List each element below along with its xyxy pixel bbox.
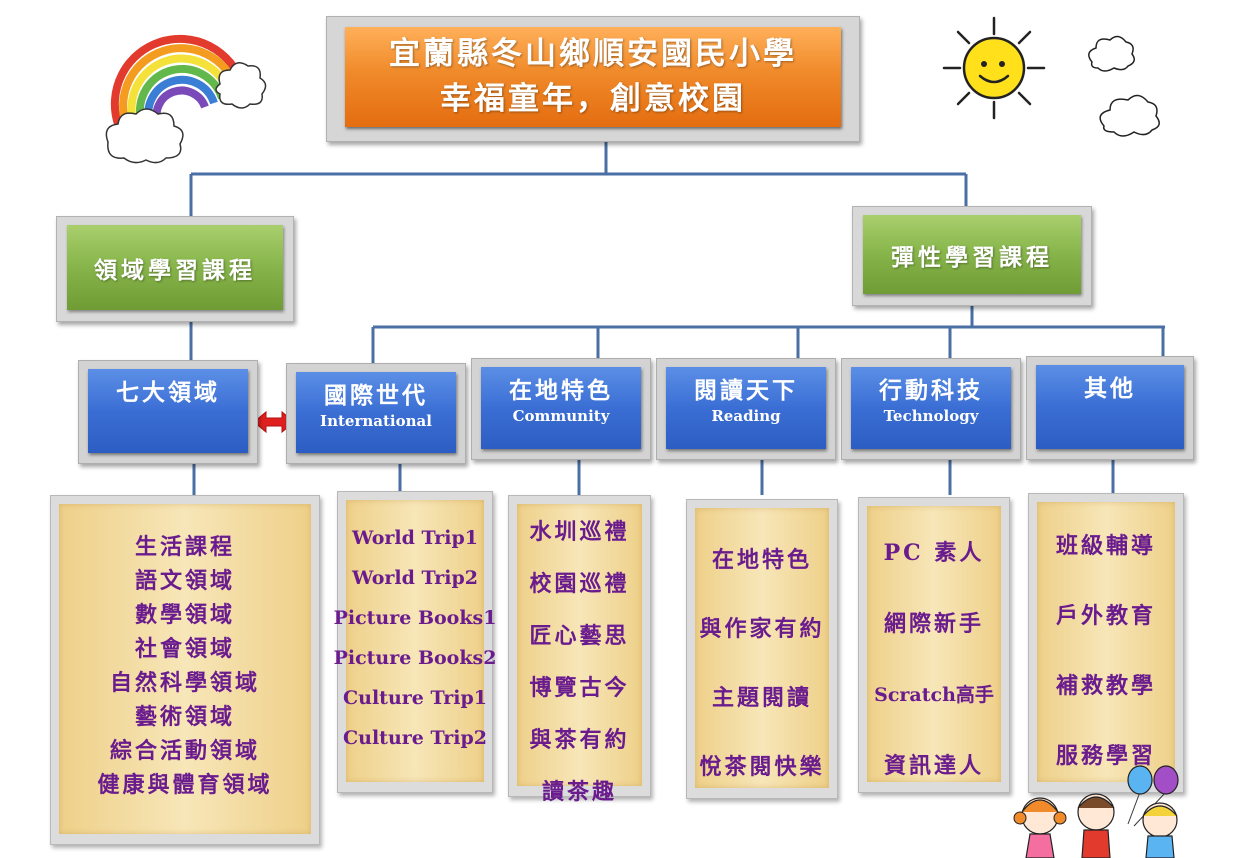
list-item: 生活課程 bbox=[134, 534, 235, 560]
list-item: 與作家有約 bbox=[699, 616, 825, 642]
list-international: World Trip1 World Trip2 Picture Books1 P… bbox=[334, 491, 496, 793]
list-item: 綜合活動領域 bbox=[109, 738, 260, 764]
school-motto: 幸福童年，創意校園 bbox=[440, 81, 746, 117]
list-item: 在地特色 bbox=[711, 547, 812, 573]
list-other: 班級輔導 戶外教育 補救教學 服務學習 bbox=[1028, 493, 1184, 793]
list-item: 與茶有約 bbox=[529, 727, 630, 753]
category-other: 其他 bbox=[1026, 356, 1194, 460]
cloud-icon bbox=[1088, 35, 1135, 72]
list-item: 博覽古今 bbox=[529, 675, 630, 701]
list-item: Culture Trip2 bbox=[343, 727, 487, 749]
list-item: 匠心藝思 bbox=[529, 623, 630, 649]
category-subtitle: Community bbox=[512, 407, 610, 425]
list-item: 主題閱讀 bbox=[711, 685, 812, 711]
title-box: 宜蘭縣冬山鄉順安國民小學 幸福童年，創意校園 bbox=[345, 27, 841, 127]
category-seven-domains: 七大領域 bbox=[78, 360, 258, 464]
list-item: Picture Books2 bbox=[333, 647, 497, 669]
list-item: 語文領域 bbox=[134, 568, 235, 594]
list-item: 讀茶趣 bbox=[541, 779, 617, 805]
category-title: 其他 bbox=[1084, 375, 1136, 402]
category-title: 閱讀天下 bbox=[694, 377, 798, 404]
list-item: 補救教學 bbox=[1055, 673, 1156, 699]
school-name: 宜蘭縣冬山鄉順安國民小學 bbox=[389, 36, 797, 72]
category-community: 在地特色 Community bbox=[471, 358, 651, 460]
category-reading: 閱讀天下 Reading bbox=[656, 358, 836, 460]
list-technology: PC 素人 網際新手 Scratch高手 資訊達人 bbox=[858, 497, 1010, 793]
sun-icon bbox=[942, 16, 1046, 120]
category-title: 國際世代 bbox=[324, 382, 428, 409]
category-technology: 行動科技 Technology bbox=[841, 358, 1021, 460]
list-item: 健康與體育領域 bbox=[97, 772, 273, 798]
category-subtitle: International bbox=[320, 412, 432, 430]
category-international: 國際世代 International bbox=[286, 363, 466, 464]
cloud-icon bbox=[1099, 94, 1160, 137]
list-item: World Trip1 bbox=[351, 527, 479, 549]
list-item: 服務學習 bbox=[1055, 743, 1156, 769]
list-item: 水圳巡禮 bbox=[529, 519, 630, 545]
list-item: 戶外教育 bbox=[1055, 603, 1156, 629]
rainbow-icon bbox=[105, 34, 267, 164]
list-item: PC 素人 bbox=[883, 540, 985, 566]
branch-label: 領域學習課程 bbox=[67, 225, 283, 310]
list-item: Culture Trip1 bbox=[343, 687, 487, 709]
children-balloons-icon bbox=[1013, 765, 1179, 858]
list-item: 悅茶閱快樂 bbox=[699, 754, 825, 780]
branch-domain-learning: 領域學習課程 bbox=[56, 216, 294, 322]
category-subtitle: Technology bbox=[883, 407, 979, 425]
list-item: 藝術領域 bbox=[134, 704, 235, 730]
list-item: 班級輔導 bbox=[1055, 533, 1156, 559]
category-title: 行動科技 bbox=[879, 377, 983, 404]
list-item: 網際新手 bbox=[883, 611, 984, 637]
category-title: 七大領域 bbox=[116, 379, 220, 406]
list-item: Picture Books1 bbox=[333, 607, 497, 629]
list-community: 水圳巡禮 校園巡禮 匠心藝思 博覽古今 與茶有約 讀茶趣 bbox=[508, 495, 651, 805]
list-item: 社會領域 bbox=[134, 636, 235, 662]
list-reading: 在地特色 與作家有約 主題閱讀 悅茶閱快樂 bbox=[686, 499, 838, 799]
branch-flexible-learning: 彈性學習課程 bbox=[852, 206, 1092, 306]
branch-label: 彈性學習課程 bbox=[863, 215, 1081, 294]
list-item: 數學領域 bbox=[134, 602, 235, 628]
list-item: Scratch高手 bbox=[874, 684, 994, 706]
list-item: 校園巡禮 bbox=[529, 571, 630, 597]
title-frame: 宜蘭縣冬山鄉順安國民小學 幸福童年，創意校園 bbox=[326, 16, 860, 142]
category-title: 在地特色 bbox=[509, 377, 613, 404]
list-seven-domains: 生活課程 語文領域 數學領域 社會領域 自然科學領域 藝術領域 綜合活動領域 健… bbox=[50, 495, 320, 845]
list-item: 資訊達人 bbox=[883, 753, 984, 779]
category-subtitle: Reading bbox=[711, 407, 781, 425]
list-item: World Trip2 bbox=[351, 567, 479, 589]
list-item: 自然科學領域 bbox=[109, 670, 260, 696]
